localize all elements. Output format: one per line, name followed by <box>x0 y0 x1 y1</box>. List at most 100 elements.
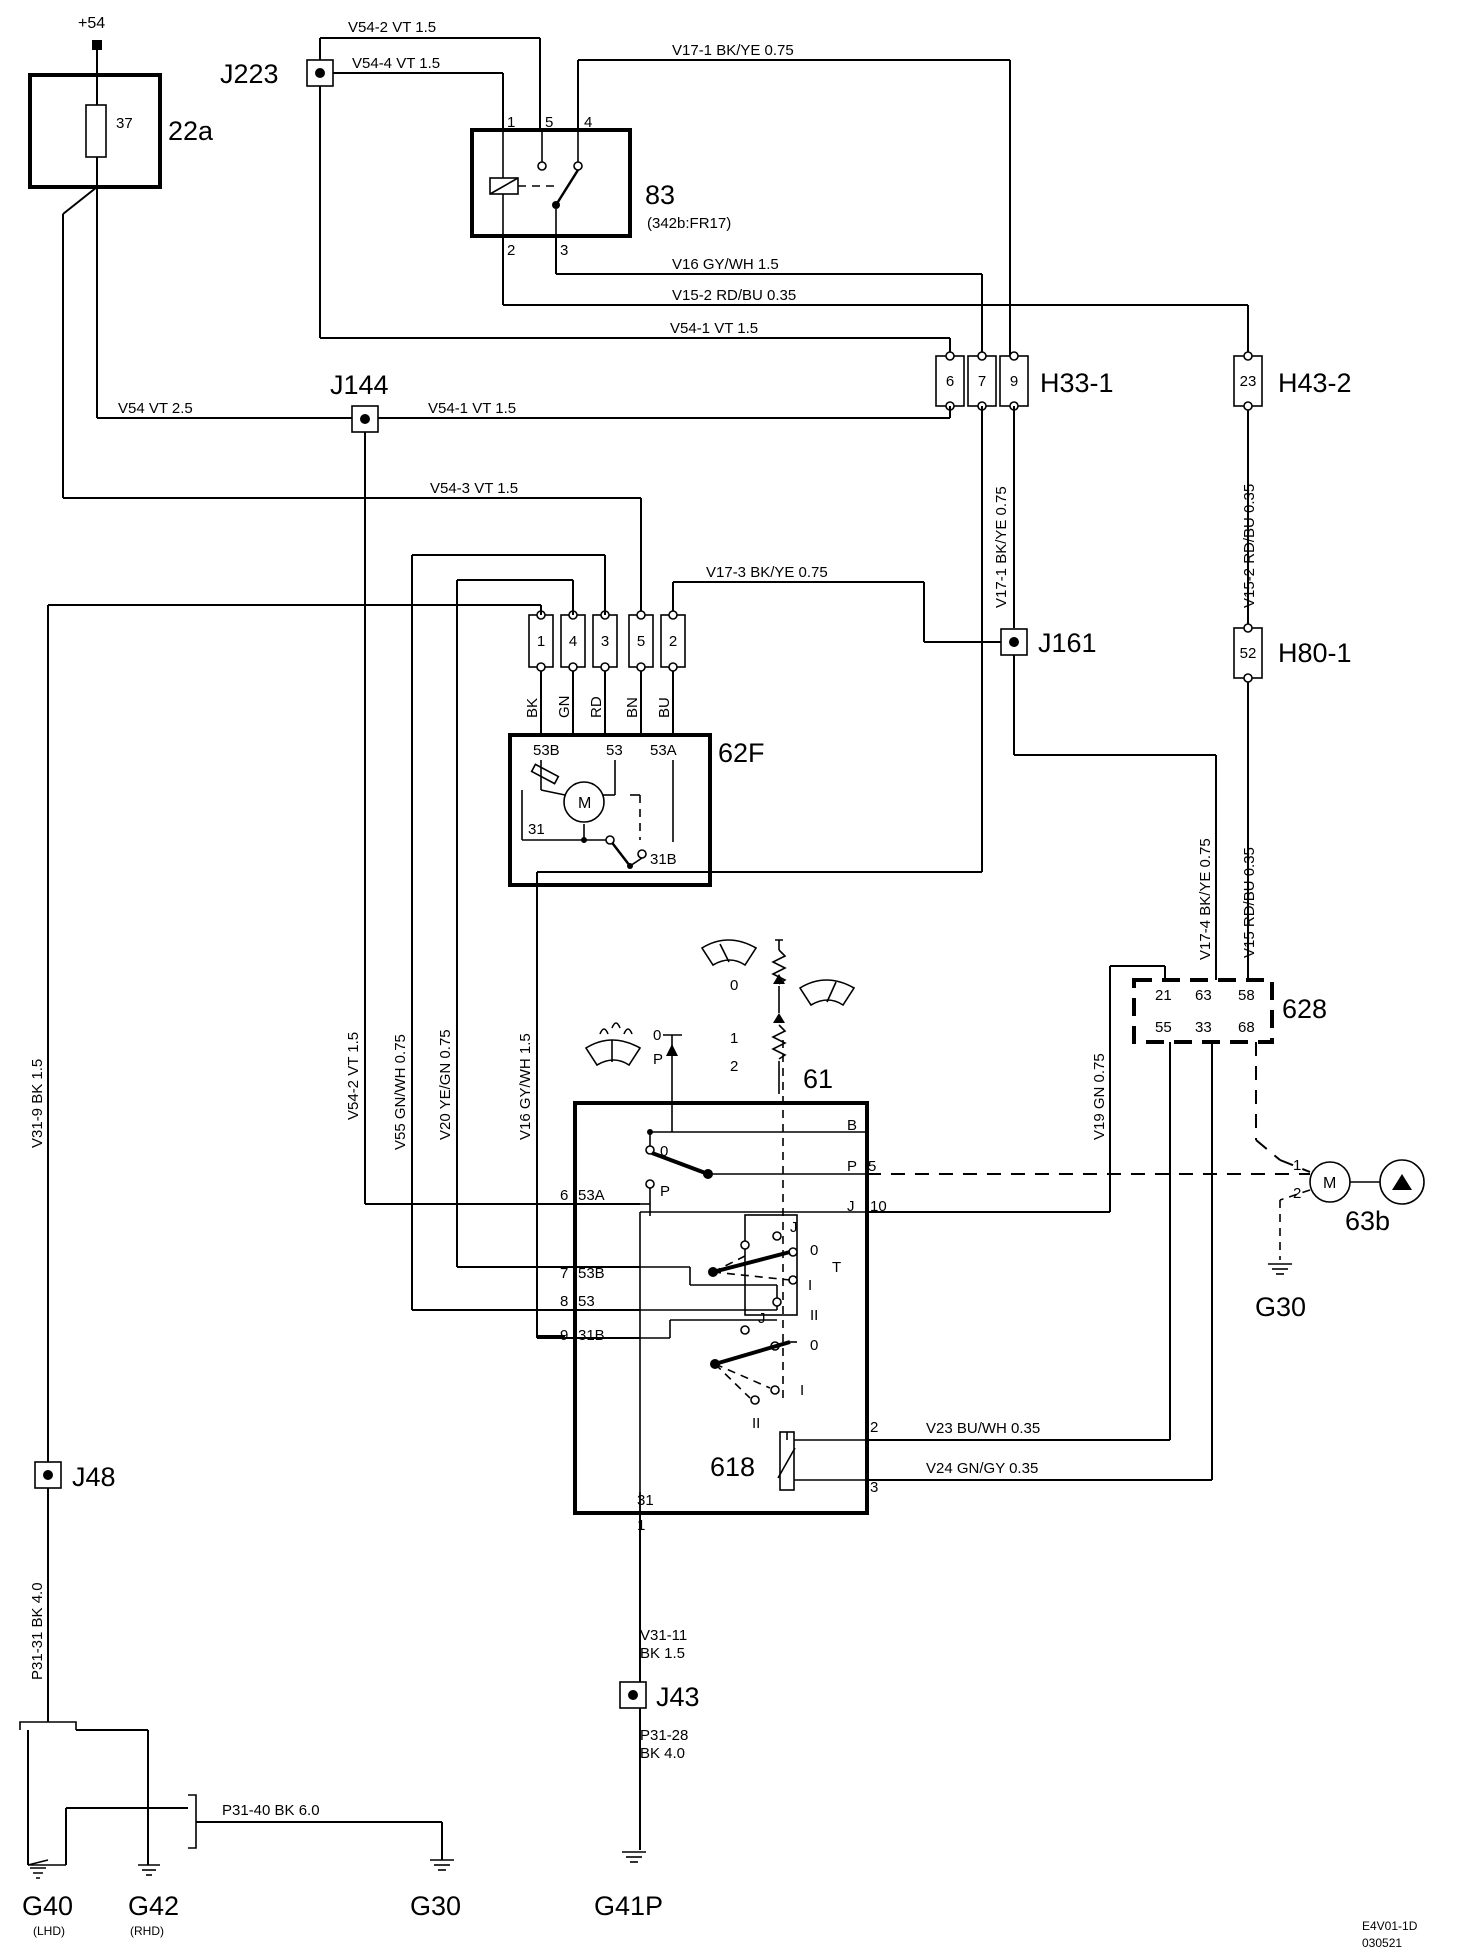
svg-text:6: 6 <box>560 1187 568 1204</box>
svg-text:2: 2 <box>870 1419 878 1436</box>
svg-text:V15-2 RD/BU 0.35: V15-2 RD/BU 0.35 <box>1241 484 1258 608</box>
svg-text:3: 3 <box>601 633 609 650</box>
wire-v17-1-vertical: V17-1 BK/YE 0.75 V17-4 BK/YE 0.75 <box>536 406 1217 1337</box>
svg-text:53: 53 <box>578 1293 595 1310</box>
svg-text:P31-40 BK 6.0: P31-40 BK 6.0 <box>222 1802 320 1819</box>
svg-text:J: J <box>790 1219 798 1236</box>
svg-text:9: 9 <box>560 1327 568 1344</box>
svg-text:53B: 53B <box>533 742 560 759</box>
svg-text:(LHD): (LHD) <box>33 1924 65 1938</box>
svg-text:M: M <box>578 795 591 812</box>
wires-to-switch: V55 GN/WH 0.75 V20 YE/GN 0.75 V16 GY/WH … <box>392 555 640 1311</box>
svg-text:BU: BU <box>656 697 673 718</box>
h43-label: H43-2 <box>1278 368 1352 398</box>
wiper-interval-icon <box>700 939 758 967</box>
svg-text:4: 4 <box>569 633 577 650</box>
svg-text:V54-1 VT 1.5: V54-1 VT 1.5 <box>428 400 516 417</box>
svg-text:1: 1 <box>730 1030 738 1047</box>
svg-text:3: 3 <box>870 1479 878 1496</box>
fuse-box-22a <box>28 73 162 189</box>
svg-text:V31-11: V31-11 <box>640 1627 687 1644</box>
wire-v17-1-top: V17-1 BK/YE 0.75 <box>577 42 1011 356</box>
svg-text:4: 4 <box>584 114 592 131</box>
svg-text:31B: 31B <box>650 851 677 868</box>
j144-label: J144 <box>330 370 389 400</box>
svg-text:V24 GN/GY 0.35: V24 GN/GY 0.35 <box>926 1460 1038 1477</box>
svg-text:1: 1 <box>537 633 545 650</box>
svg-text:V16 GY/WH 1.5: V16 GY/WH 1.5 <box>517 1033 534 1140</box>
ground-g40: G40 (LHD) <box>22 1859 73 1938</box>
svg-text:B: B <box>847 1117 857 1134</box>
ground-g30-bottom: G30 <box>410 1859 461 1921</box>
j43-label: J43 <box>656 1682 700 1712</box>
washer-pump-63b: M 1 2 63b G30 <box>1255 1157 1425 1322</box>
j161-label: J161 <box>1038 628 1097 658</box>
svg-text:53: 53 <box>606 742 623 759</box>
g42-label: G42 <box>128 1891 179 1921</box>
svg-text:0: 0 <box>660 1143 668 1160</box>
svg-text:V17-3 BK/YE 0.75: V17-3 BK/YE 0.75 <box>706 564 828 581</box>
pump-label: 63b <box>1345 1206 1390 1236</box>
svg-text:23: 23 <box>1240 373 1257 390</box>
svg-text:10: 10 <box>870 1198 887 1215</box>
svg-text:V31-9 BK 1.5: V31-9 BK 1.5 <box>29 1059 46 1148</box>
svg-text:V17-1 BK/YE 0.75: V17-1 BK/YE 0.75 <box>672 42 794 59</box>
svg-text:21: 21 <box>1155 987 1172 1004</box>
motor-label: 62F <box>718 738 765 768</box>
svg-text:V54-2 VT 1.5: V54-2 VT 1.5 <box>348 19 436 36</box>
svg-text:8: 8 <box>560 1293 568 1310</box>
ground-rail-left: V31-9 BK 1.5 J48 P31-31 BK 4.0 P31-40 BK… <box>19 605 443 1865</box>
svg-text:V16 GY/WH 1.5: V16 GY/WH 1.5 <box>672 256 779 273</box>
junction-j144: V54 VT 2.5 V54-1 VT 1.5 J144 V54-2 VT 1.… <box>97 370 951 1205</box>
svg-text:3: 3 <box>560 242 568 259</box>
svg-text:0: 0 <box>730 977 738 994</box>
svg-text:II: II <box>752 1415 760 1432</box>
svg-text:(RHD): (RHD) <box>130 1924 164 1938</box>
svg-text:55: 55 <box>1155 1019 1172 1036</box>
washer-icon <box>584 1039 642 1067</box>
svg-text:52: 52 <box>1240 645 1257 662</box>
svg-text:V55 GN/WH 0.75: V55 GN/WH 0.75 <box>392 1034 409 1150</box>
svg-text:V23 BU/WH 0.35: V23 BU/WH 0.35 <box>926 1420 1040 1437</box>
svg-text:0: 0 <box>810 1242 818 1259</box>
svg-text:5: 5 <box>545 114 553 131</box>
svg-text:BN: BN <box>624 697 641 718</box>
svg-text:P: P <box>660 1183 670 1200</box>
svg-text:P: P <box>653 1051 663 1068</box>
svg-text:31B: 31B <box>578 1327 605 1344</box>
svg-text:53A: 53A <box>650 742 677 759</box>
relay-83: 1 5 4 2 3 83 (342b:FR17) V16 GY/WH 1.5 V… <box>470 114 1249 356</box>
connector-h43-2: 23 H43-2 V15-2 RD/BU 0.35 <box>1233 351 1352 628</box>
svg-text:P31-31 BK 4.0: P31-31 BK 4.0 <box>29 1582 46 1680</box>
supply-label: +54 <box>78 15 105 32</box>
connector-h80-1: 52 H80-1 V15 RD/BU 0.35 <box>1233 623 1352 980</box>
svg-text:7: 7 <box>978 373 986 390</box>
svg-text:V54-1 VT 1.5: V54-1 VT 1.5 <box>670 320 758 337</box>
svg-text:V20 YE/GN 0.75: V20 YE/GN 0.75 <box>437 1029 454 1140</box>
svg-text:V15-2 RD/BU 0.35: V15-2 RD/BU 0.35 <box>672 287 796 304</box>
ground-g42: G42 (RHD) <box>128 1864 179 1938</box>
fuse-number: 37 <box>116 115 133 132</box>
svg-text:J: J <box>847 1198 855 1215</box>
relay-ref: (342b:FR17) <box>647 215 731 232</box>
wire-v31-11: V31-11 BK 1.5 J43 P31-28 BK 4.0 G41P <box>594 1513 700 1921</box>
svg-text:J: J <box>758 1310 766 1327</box>
svg-text:V17-1 BK/YE 0.75: V17-1 BK/YE 0.75 <box>993 486 1010 608</box>
wiper-switch-61: 61 6 53A 7 53B 8 53 9 31B B P 5 J 10 2 3… <box>560 1040 887 1534</box>
g40-label: G40 <box>22 1891 73 1921</box>
drawing-footer: E4V01-1D 030521 <box>1362 1919 1418 1950</box>
svg-text:BK: BK <box>524 698 541 718</box>
j48-label: J48 <box>72 1462 116 1492</box>
h33-label: H33-1 <box>1040 368 1114 398</box>
ecu-label: 628 <box>1282 994 1327 1024</box>
svg-text:P31-28: P31-28 <box>640 1727 688 1744</box>
drawing-code: E4V01-1D <box>1362 1919 1418 1933</box>
svg-text:5: 5 <box>868 1158 876 1175</box>
svg-text:V19 GN 0.75: V19 GN 0.75 <box>1091 1053 1108 1140</box>
svg-text:31: 31 <box>528 821 545 838</box>
supply-and-fuse-22a: +54 37 22a <box>28 15 214 498</box>
svg-text:V54-2 VT 1.5: V54-2 VT 1.5 <box>345 1032 362 1120</box>
svg-text:2: 2 <box>730 1058 738 1075</box>
supply-terminal <box>92 40 102 50</box>
fuse-box-label: 22a <box>168 116 214 146</box>
